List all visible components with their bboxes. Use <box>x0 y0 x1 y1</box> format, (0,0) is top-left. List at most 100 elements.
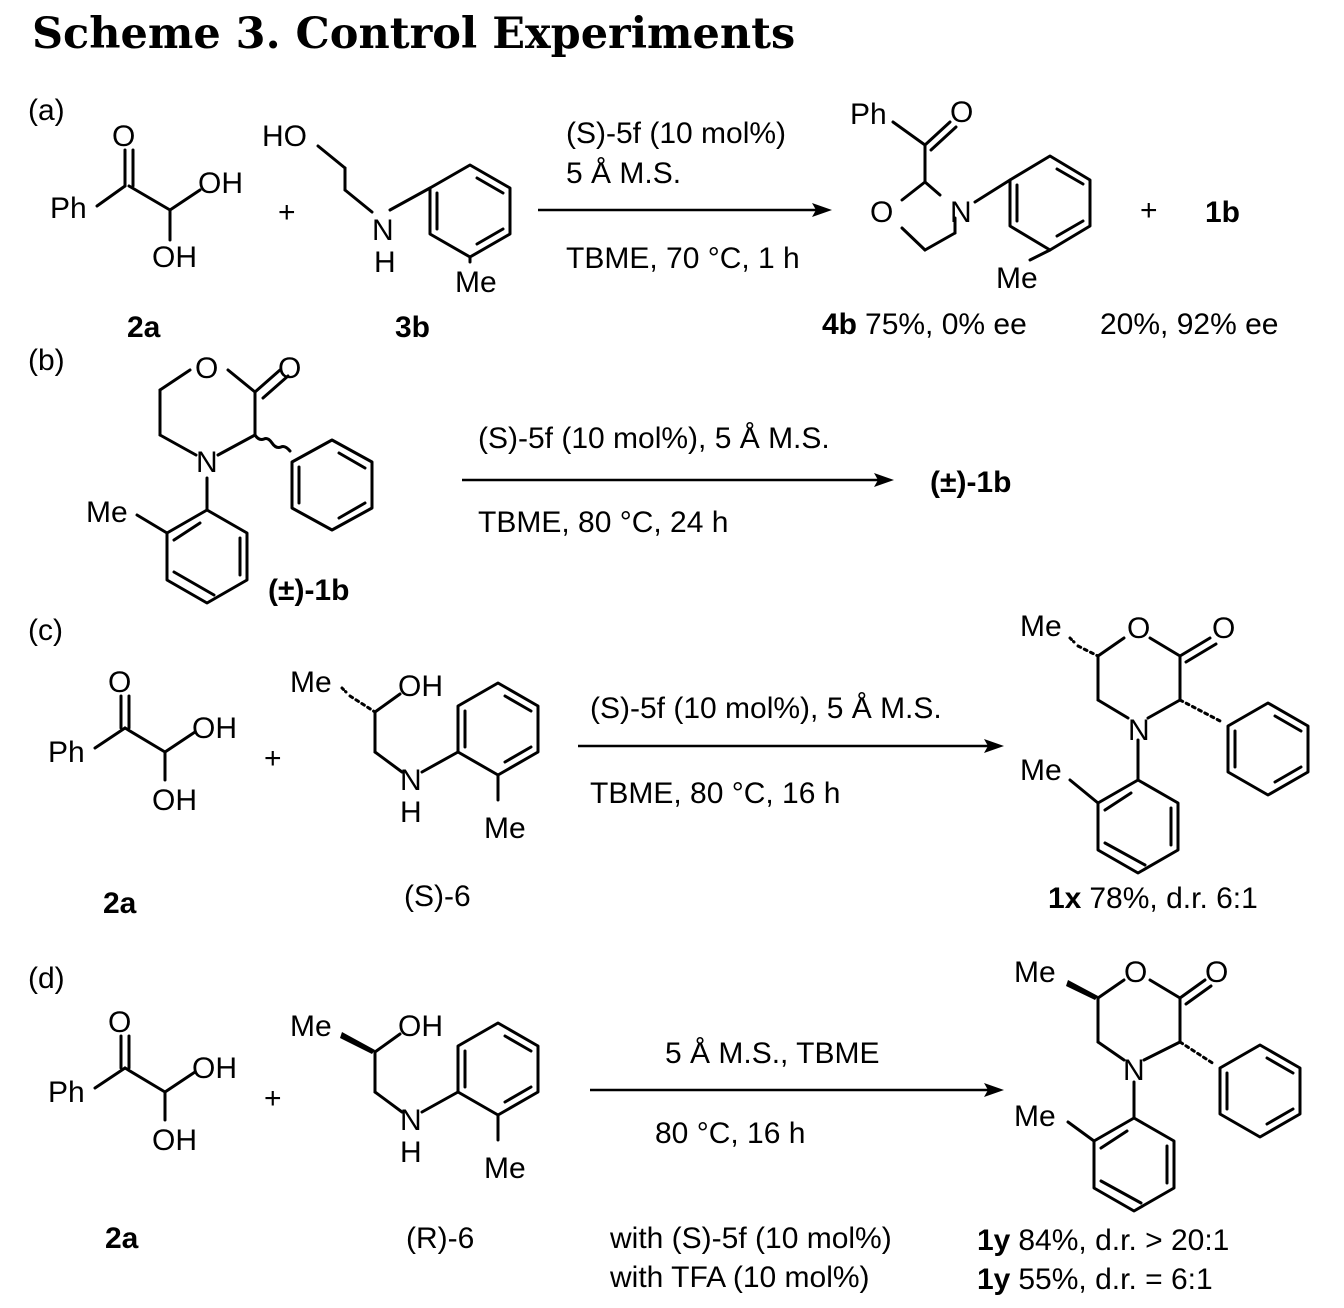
label-1x: 1x <box>1048 882 1082 915</box>
label-2a: 2a <box>103 887 137 920</box>
structure-1x: Me O O N Me <box>1020 610 1310 875</box>
yield-4b: 75%, 0% ee <box>865 308 1027 341</box>
atom-o: O <box>1212 612 1235 645</box>
condition-solvent-temp: TBME, 80 °C, 16 h <box>590 777 840 810</box>
yield-1x: 78%, d.r. 6:1 <box>1089 882 1257 915</box>
atom-me: Me <box>996 262 1038 295</box>
atom-me: Me <box>1020 610 1062 643</box>
result-1b: 20%, 92% ee <box>1100 308 1278 341</box>
yield-1y-catalyst: 84%, d.r. > 20:1 <box>1018 1224 1229 1257</box>
atom-ho: HO <box>262 120 307 153</box>
condition-solvent-temp: TBME, 80 °C, 24 h <box>478 506 728 539</box>
atom-n: N <box>400 764 422 797</box>
condition-sieves-solvent: 5 Å M.S., TBME <box>665 1037 880 1070</box>
atom-n: N <box>372 214 394 247</box>
panel-b: (b) O O N Me (±)-1b (S) <box>28 344 1011 607</box>
atom-me: Me <box>455 266 497 299</box>
atom-oh: OH <box>192 712 237 745</box>
atom-me: Me <box>86 496 128 529</box>
panel-c-tag: (c) <box>28 614 63 647</box>
atom-o: O <box>112 120 135 153</box>
panel-b-tag: (b) <box>28 344 65 377</box>
atom-ph: Ph <box>48 1076 85 1109</box>
atom-me: Me <box>1020 754 1062 787</box>
structure-4b: Ph O O N Me <box>850 96 1092 295</box>
atom-h: H <box>400 1136 422 1169</box>
plus-sign: + <box>264 742 282 775</box>
with-tfa: with TFA (10 mol%) <box>609 1261 870 1294</box>
atom-me: Me <box>484 812 526 845</box>
atom-n: N <box>1123 1054 1145 1087</box>
condition-catalyst: (S)-5f (10 mol%) <box>566 117 786 150</box>
atom-oh: OH <box>398 670 443 703</box>
product-rac-1b: (±)-1b <box>930 466 1011 499</box>
with-catalyst-5f: with (S)-5f (10 mol%) <box>609 1222 892 1255</box>
label-1y: 1y <box>977 1263 1011 1296</box>
atom-oh: OH <box>398 1010 443 1043</box>
label-1b: 1b <box>1205 196 1240 229</box>
label-3b: 3b <box>395 311 430 344</box>
label-s-6: (S)-6 <box>404 880 471 913</box>
atom-ph: Ph <box>50 192 87 225</box>
atom-oh: OH <box>152 784 197 817</box>
structure-2a-c: O Ph OH OH <box>48 666 237 817</box>
structure-rac-1b: O O N Me <box>86 352 374 605</box>
atom-o: O <box>1205 956 1228 989</box>
label-1y: 1y <box>977 1224 1011 1257</box>
yield-1y-tfa: 55%, d.r. = 6:1 <box>1018 1263 1212 1296</box>
structure-1y: Me O O N Me <box>1014 956 1302 1213</box>
atom-me: Me <box>1014 956 1056 989</box>
atom-o: O <box>108 666 131 699</box>
panel-a: (a) O Ph OH OH + HO N <box>28 94 1278 344</box>
label-2a: 2a <box>127 311 161 344</box>
atom-o: O <box>108 1006 131 1039</box>
label-rac-1b: (±)-1b <box>268 574 349 607</box>
structure-2a-d: O Ph OH OH <box>48 1006 237 1157</box>
structure-2a-a: O Ph OH OH <box>50 120 243 274</box>
panel-a-tag: (a) <box>28 94 65 127</box>
atom-ph: Ph <box>48 736 85 769</box>
atom-ph: Ph <box>850 98 887 131</box>
atom-oh: OH <box>198 167 243 200</box>
plus-sign: + <box>278 196 296 229</box>
structure-3b: HO N H Me <box>262 120 512 299</box>
panel-d-tag: (d) <box>28 962 65 995</box>
atom-h: H <box>400 796 422 829</box>
panel-c: (c) O Ph OH OH + Me OH <box>28 610 1310 920</box>
atom-n: N <box>196 446 218 479</box>
condition-catalyst: (S)-5f (10 mol%), 5 Å M.S. <box>590 692 942 725</box>
atom-oh: OH <box>152 241 197 274</box>
atom-h: H <box>374 246 396 279</box>
atom-o: O <box>950 96 973 129</box>
atom-me: Me <box>484 1152 526 1185</box>
atom-me: Me <box>290 1010 332 1043</box>
atom-o: O <box>1124 956 1147 989</box>
label-2a: 2a <box>105 1222 139 1255</box>
condition-solvent-temp: TBME, 70 °C, 1 h <box>566 242 800 275</box>
structure-r-6: Me OH N H Me <box>290 1010 540 1185</box>
atom-n: N <box>1128 714 1150 747</box>
atom-me: Me <box>290 666 332 699</box>
condition-sieves: 5 Å M.S. <box>566 157 681 190</box>
atom-n: N <box>400 1104 422 1137</box>
condition-catalyst: (S)-5f (10 mol%), 5 Å M.S. <box>478 422 830 455</box>
label-r-6: (R)-6 <box>406 1222 474 1255</box>
atom-n: N <box>950 196 972 229</box>
condition-temp-time: 80 °C, 16 h <box>655 1117 805 1150</box>
atom-oh: OH <box>192 1052 237 1085</box>
atom-o: O <box>870 196 893 229</box>
atom-o: O <box>195 352 218 385</box>
panel-d: (d) O Ph OH OH + Me OH N <box>28 956 1302 1296</box>
plus-sign: + <box>264 1082 282 1115</box>
scheme-title: Scheme 3. Control Experiments <box>32 9 795 59</box>
label-4b: 4b <box>822 308 857 341</box>
plus-sign: + <box>1140 194 1158 227</box>
atom-oh: OH <box>152 1124 197 1157</box>
atom-o: O <box>278 352 301 385</box>
atom-o: O <box>1127 612 1150 645</box>
